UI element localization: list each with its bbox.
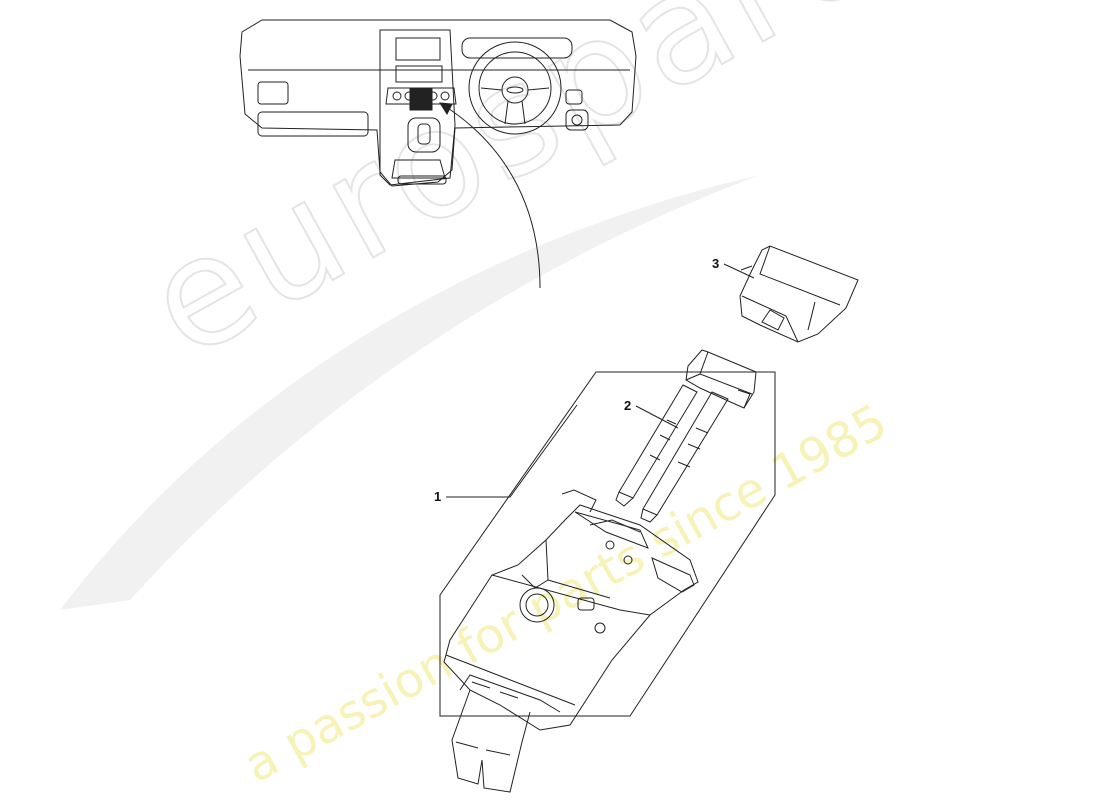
- cover-cap-icon: [739, 245, 859, 343]
- callout-2: 2: [624, 398, 632, 413]
- leader-3: [723, 263, 755, 279]
- bolt-icon: [615, 349, 757, 523]
- assembly-bracket: [439, 371, 776, 717]
- dashboard-overview-icon: [239, 19, 637, 187]
- callout-1: 1: [434, 489, 442, 504]
- pointer-leader: [439, 102, 541, 289]
- switch-assembly-icon: [443, 489, 699, 793]
- leader-2: [635, 405, 679, 429]
- callout-3: 3: [712, 256, 720, 271]
